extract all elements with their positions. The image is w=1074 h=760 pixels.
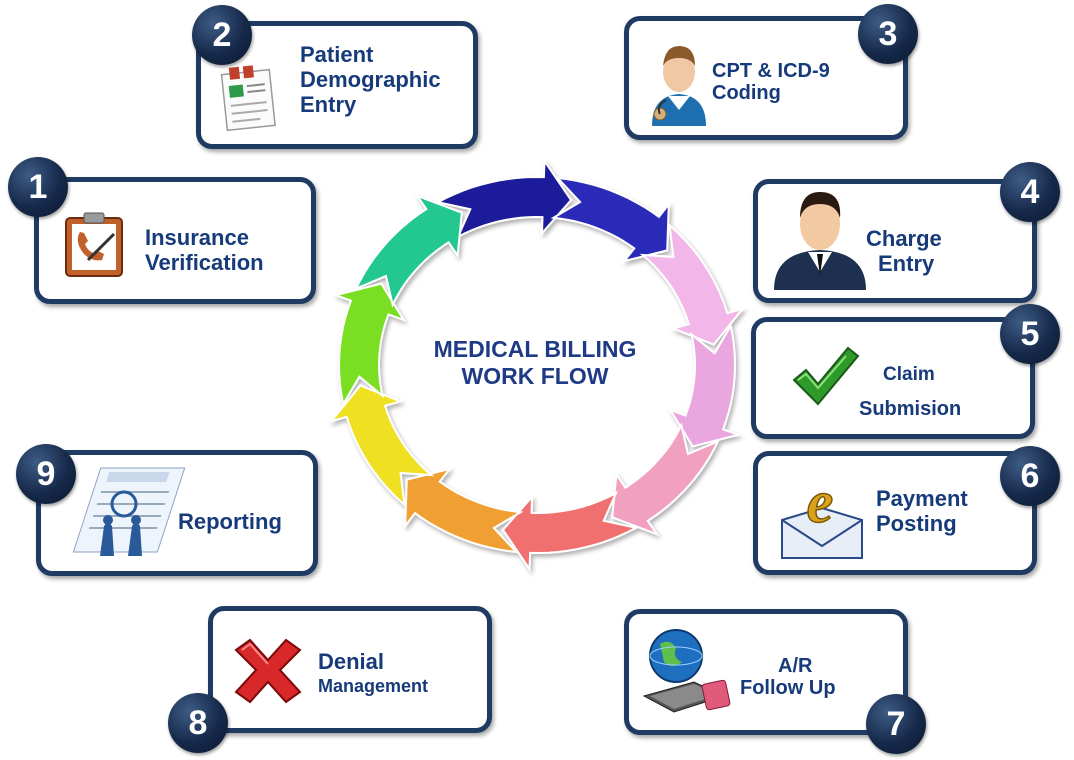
cycle-arrow-segment	[668, 323, 742, 448]
medical-form-icon	[220, 65, 276, 132]
cycle-arrow-segment	[501, 491, 639, 572]
step-number-badge: 6	[1000, 446, 1060, 506]
cycle-arrow-segment	[550, 176, 670, 263]
step-number-badge: 5	[1000, 304, 1060, 364]
center-title-line2: WORK FLOW	[461, 363, 609, 389]
cycle-arrow-segment	[328, 384, 435, 508]
step-label: CPT & ICD-9 Coding	[712, 60, 830, 104]
cycle-arrow-segment	[404, 467, 524, 554]
step-number-badge: 3	[858, 4, 918, 64]
center-title: MEDICAL BILLING WORK FLOW	[400, 336, 670, 390]
step-label: Insurance Verification	[145, 225, 264, 275]
step-label: A/R Follow Up	[740, 655, 836, 699]
cycle-arrow-segment	[332, 282, 406, 407]
cycle-arrow-segment	[353, 193, 463, 308]
email-envelope-icon: e	[781, 468, 863, 559]
step-label: Patient Demographic Entry	[300, 42, 441, 117]
doctor-icon	[652, 46, 706, 126]
step-label: Claim Submision	[859, 364, 962, 420]
red-x-icon	[234, 638, 302, 704]
step-number-badge: 9	[16, 444, 76, 504]
step-number-badge: 1	[8, 157, 68, 217]
checkmark-icon	[792, 346, 860, 406]
cycle-arrow-segment	[639, 222, 746, 346]
step-label: Payment Posting	[876, 486, 968, 536]
credit-report-icon	[72, 467, 186, 556]
clipboard-phone-icon	[65, 212, 123, 277]
step-label: Reporting	[178, 509, 282, 534]
step-number-badge: 2	[192, 5, 252, 65]
businessman-icon	[774, 192, 866, 290]
step-label: Charge Entry	[866, 226, 942, 276]
step-label: Denial Management	[318, 649, 429, 696]
svg-text:e: e	[807, 469, 834, 535]
step-denial-management[interactable]	[208, 606, 492, 733]
globe-computer-icon	[642, 629, 731, 713]
step-number-badge: 4	[1000, 162, 1060, 222]
step-number-badge: 7	[866, 694, 926, 754]
cycle-arrow-segment	[611, 422, 721, 537]
cycle-arrow-segment	[435, 158, 573, 239]
center-title-line1: MEDICAL BILLING	[433, 336, 637, 362]
step-insurance-verification[interactable]	[34, 177, 316, 304]
step-number-badge: 8	[168, 693, 228, 753]
